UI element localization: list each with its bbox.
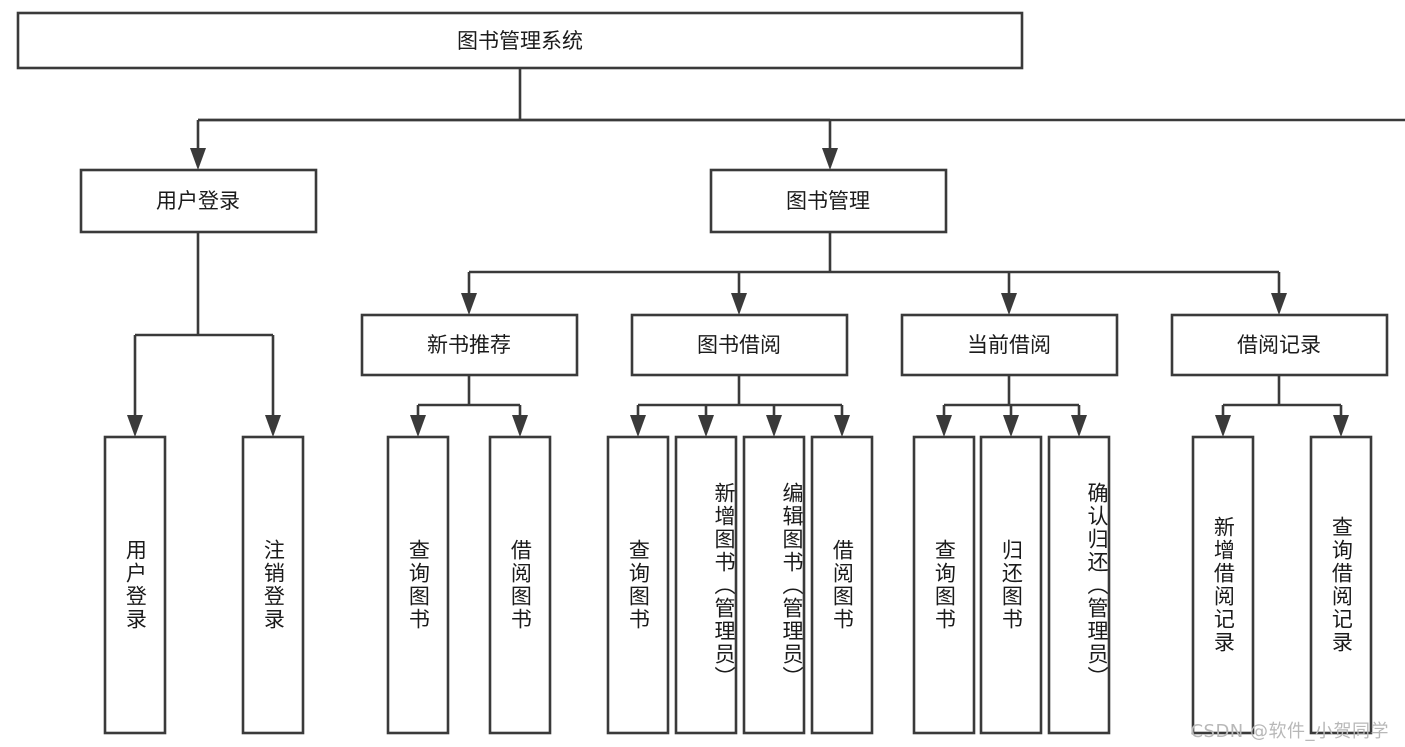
nodes-layer: 图书管理系统 用户登录 图书管理 新书推荐 图书借阅 当前借阅 借阅记录 bbox=[16, 11, 1389, 735]
arrow-nbr-leaf-2 bbox=[512, 415, 528, 437]
arrow-new-book-recommend bbox=[461, 293, 477, 315]
leaf-bb-edit-book[interactable] bbox=[742, 435, 806, 735]
node-borrow-record[interactable] bbox=[1170, 313, 1389, 377]
node-new-book-recommend-label: 新书推荐 bbox=[427, 333, 511, 357]
arrow-bb-leaf-4 bbox=[834, 415, 850, 437]
node-current-borrow-label: 当前借阅 bbox=[967, 333, 1051, 357]
arrow-leaf-user-login bbox=[127, 415, 143, 437]
node-new-book-recommend[interactable] bbox=[360, 313, 579, 377]
leaf-bb-add-book[interactable] bbox=[674, 435, 738, 735]
arrow-bb-leaf-1 bbox=[630, 415, 646, 437]
csdn-watermark: CSDN @软件_小贺同学 bbox=[1190, 721, 1389, 742]
node-user-login-label: 用户登录 bbox=[156, 189, 240, 213]
node-user-login[interactable] bbox=[79, 168, 318, 234]
leaf-cb-confirm-return[interactable] bbox=[1047, 435, 1111, 735]
leaf-br-query-record[interactable] bbox=[1309, 435, 1373, 735]
leaf-nbr-query-book[interactable] bbox=[386, 435, 450, 735]
arrow-br-leaf-1 bbox=[1215, 415, 1231, 437]
arrow-user-login bbox=[190, 148, 206, 170]
arrow-br-leaf-2 bbox=[1333, 415, 1349, 437]
node-root[interactable] bbox=[16, 11, 1024, 70]
arrow-book-borrow bbox=[731, 293, 747, 315]
leaf-cb-return-book[interactable] bbox=[979, 435, 1043, 735]
node-book-borrow[interactable] bbox=[630, 313, 849, 377]
arrow-book-manage bbox=[822, 148, 838, 170]
arrow-leaf-logout bbox=[265, 415, 281, 437]
node-borrow-record-label: 借阅记录 bbox=[1237, 333, 1321, 357]
node-book-manage-label: 图书管理 bbox=[786, 189, 870, 213]
node-current-borrow[interactable] bbox=[900, 313, 1119, 377]
arrow-cb-leaf-3 bbox=[1071, 415, 1087, 437]
arrow-bb-leaf-2 bbox=[698, 415, 714, 437]
node-book-manage[interactable] bbox=[709, 168, 948, 234]
leaf-bb-query-book[interactable] bbox=[606, 435, 670, 735]
edges-layer bbox=[127, 68, 1405, 437]
arrow-cb-leaf-2 bbox=[1003, 415, 1019, 437]
leaf-user-login[interactable] bbox=[103, 435, 167, 735]
arrow-borrow-record bbox=[1271, 293, 1287, 315]
leaf-bb-borrow-book[interactable] bbox=[810, 435, 874, 735]
leaf-br-add-record[interactable] bbox=[1191, 435, 1255, 735]
node-book-borrow-label: 图书借阅 bbox=[697, 333, 781, 357]
leaf-nbr-borrow-book[interactable] bbox=[488, 435, 552, 735]
arrow-cb-leaf-1 bbox=[936, 415, 952, 437]
arrow-bb-leaf-3 bbox=[766, 415, 782, 437]
node-root-label: 图书管理系统 bbox=[457, 29, 583, 53]
leaf-logout[interactable] bbox=[241, 435, 305, 735]
arrow-current-borrow bbox=[1001, 293, 1017, 315]
arrow-nbr-leaf-1 bbox=[410, 415, 426, 437]
leaf-cb-query-book[interactable] bbox=[912, 435, 976, 735]
